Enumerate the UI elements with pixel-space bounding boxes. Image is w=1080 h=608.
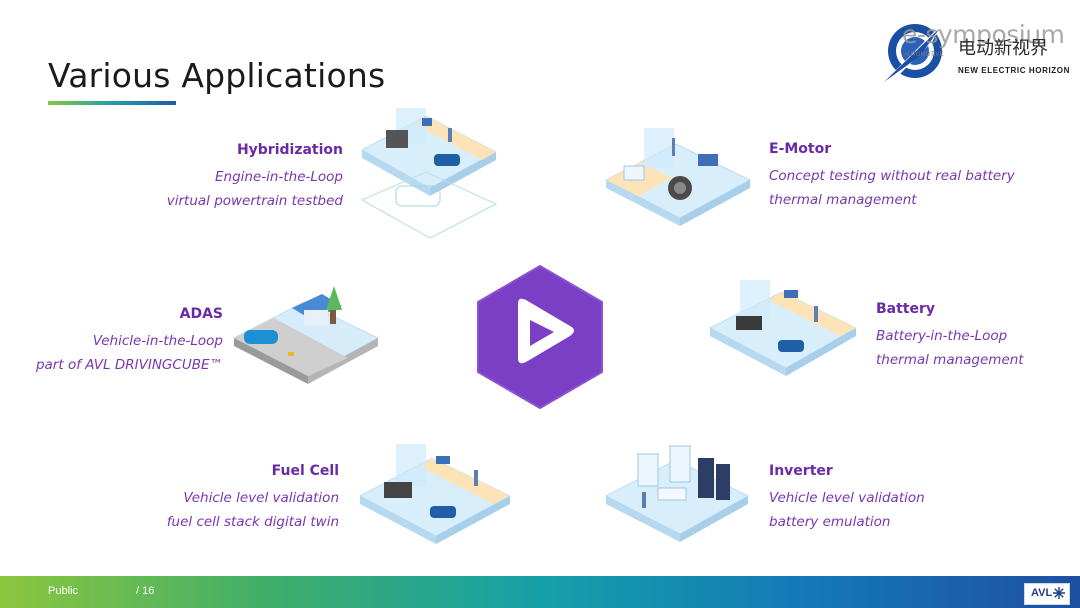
fuel-cell-line-1: Vehicle level validation: [183, 490, 339, 506]
adas-line-1: Vehicle-in-the-Loop: [92, 333, 223, 349]
battery-heading: Battery: [876, 301, 936, 317]
footer-bar: Public / 16: [0, 576, 1080, 608]
classification-label: Public: [48, 585, 78, 597]
battery-block: Battery Battery-in-the-Loop thermal mana…: [876, 301, 1076, 372]
page-number: / 16: [136, 585, 155, 597]
logo-english-text: NEW ELECTRIC HORIZON: [958, 66, 1070, 75]
logo-chinese-text: 电动新视界: [958, 38, 1048, 59]
adas-block: ADAS Vehicle-in-the-Loop part of AVL DRI…: [20, 306, 223, 377]
e-motor-heading: E-Motor: [769, 141, 832, 157]
symposium-logo: e-symposium AUTOMOTIVE 电动新视界 NEW ELECTRI…: [880, 10, 1076, 86]
fuel-cell-heading: Fuel Cell: [271, 463, 339, 479]
fuel-cell-block: Fuel Cell Vehicle level validation fuel …: [120, 463, 339, 534]
e-motor-line-1: Concept testing without real battery: [769, 168, 1015, 184]
play-icon: [518, 298, 574, 364]
hybridization-line-1: Engine-in-the-Loop: [215, 169, 343, 185]
battery-illustration: [708, 280, 858, 376]
logo-symposium-text: e-symposium: [902, 20, 1065, 49]
inverter-illustration: [604, 445, 750, 542]
slide-title: Various Applications: [48, 56, 386, 95]
hybridization-block: Hybridization Engine-in-the-Loop virtual…: [120, 142, 343, 213]
avl-logo-text: AVL: [1031, 587, 1053, 599]
adas-illustration: [232, 286, 380, 384]
fuel-cell-line-2: fuel cell stack digital twin: [166, 514, 339, 530]
battery-line-1: Battery-in-the-Loop: [876, 328, 1008, 344]
avl-logo: AVL: [1024, 583, 1070, 605]
e-motor-line-2: thermal management: [769, 192, 917, 208]
battery-line-2: thermal management: [876, 352, 1024, 368]
e-motor-block: E-Motor Concept testing without real bat…: [769, 141, 1029, 212]
inverter-heading: Inverter: [769, 463, 833, 479]
snowflake-icon: [1053, 587, 1065, 599]
hybridization-line-2: virtual powertrain testbed: [166, 193, 343, 209]
inverter-line-2: battery emulation: [769, 514, 891, 530]
logo-sub-text: AUTOMOTIVE: [904, 52, 944, 58]
adas-line-2: part of AVL DRIVINGCUBE™: [35, 357, 223, 373]
e-motor-illustration: [604, 128, 752, 226]
fuel-cell-illustration: [358, 444, 512, 544]
globe-logo-icon: [884, 24, 942, 82]
adas-heading: ADAS: [179, 306, 223, 322]
hybridization-illustration: [360, 108, 498, 239]
inverter-line-1: Vehicle level validation: [769, 490, 925, 506]
title-underline: [48, 101, 176, 105]
play-button[interactable]: [474, 264, 606, 410]
hybridization-heading: Hybridization: [236, 142, 343, 158]
inverter-block: Inverter Vehicle level validation batter…: [769, 463, 989, 534]
